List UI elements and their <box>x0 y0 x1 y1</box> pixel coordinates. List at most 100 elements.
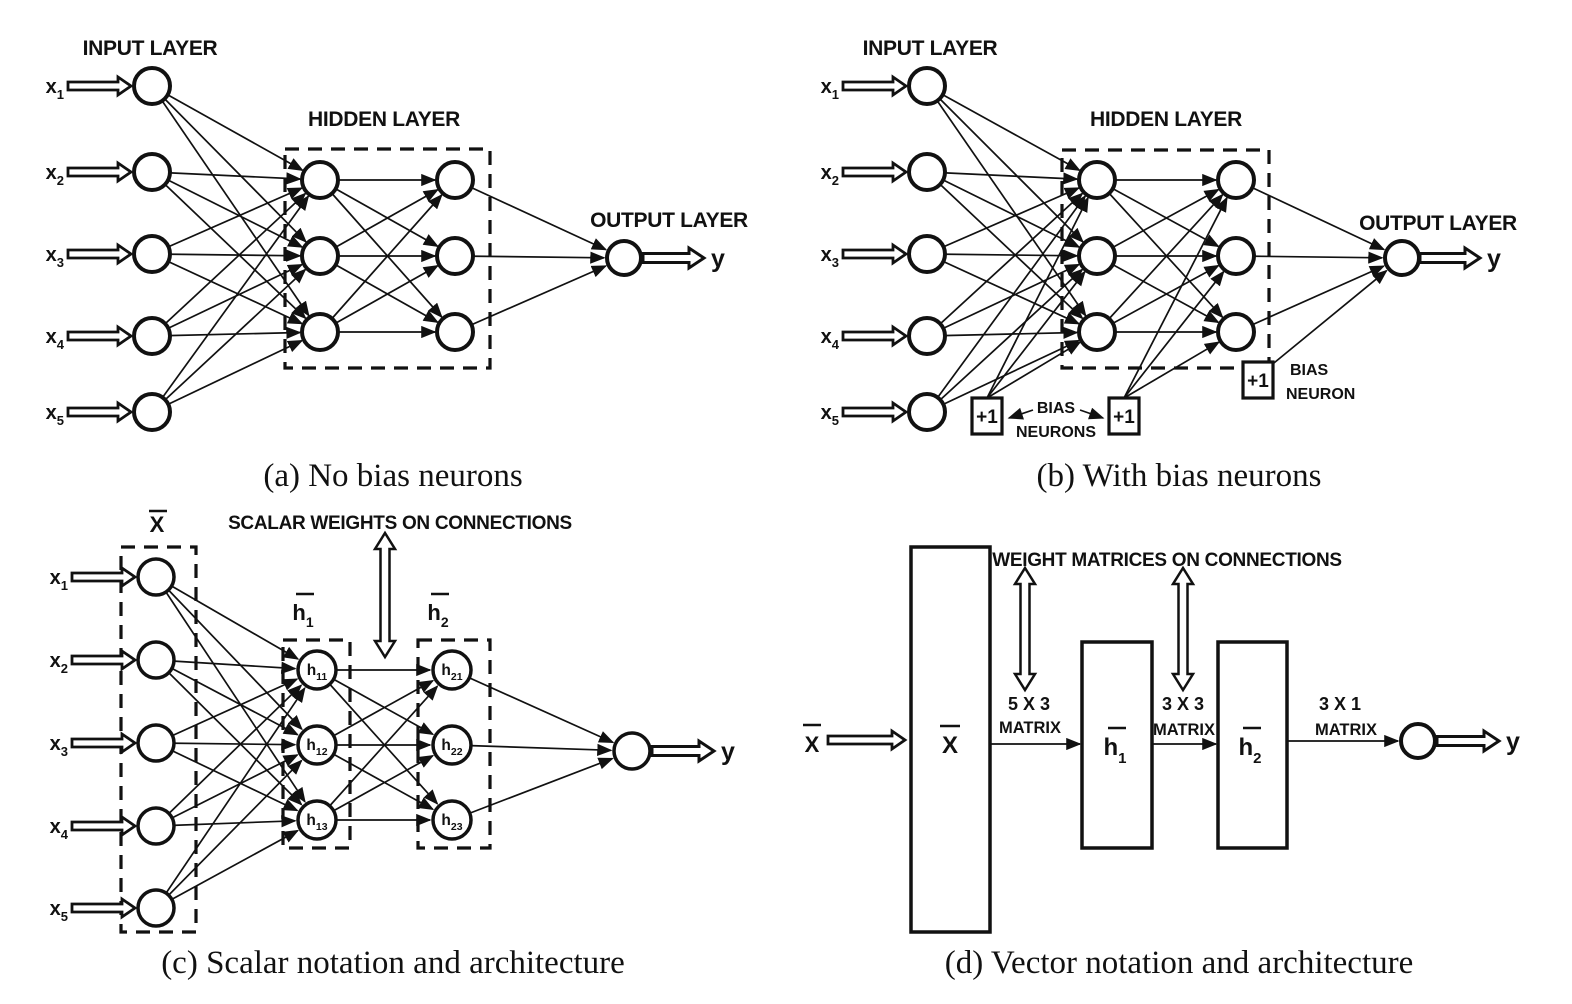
hidden-node <box>1216 160 1256 200</box>
hidden-node <box>1077 236 1117 276</box>
input-node <box>136 640 176 680</box>
input-arrow <box>841 324 909 348</box>
input-vector-block <box>909 545 992 934</box>
output-node <box>612 731 652 771</box>
edges-bias-to-hidden <box>986 196 1388 399</box>
input-label: x3 <box>821 244 839 270</box>
edge <box>155 815 297 828</box>
edge <box>319 189 439 257</box>
matrix-dims: 5 X 3 <box>1008 694 1050 714</box>
input-layer-label: INPUT LAYER <box>863 37 998 60</box>
edge <box>316 685 439 821</box>
input-arrow <box>70 565 138 589</box>
input-arrow <box>66 324 134 348</box>
panel-d-vector-notation: WEIGHT MATRICES ON CONNECTIONS 5 X 3 MAT… <box>803 545 1520 934</box>
input-arrow <box>70 896 138 920</box>
double-headed-arrow <box>372 530 398 660</box>
input-node <box>907 66 947 106</box>
input-arrow <box>826 728 908 752</box>
edges-input-to-hidden <box>151 85 310 413</box>
edge <box>1096 179 1220 248</box>
input-layer-label: INPUT LAYER <box>83 37 218 60</box>
edge <box>319 179 443 319</box>
hidden-layer-box <box>283 147 492 370</box>
weight-matrices-title: WEIGHT MATRICES ON CONNECTIONS <box>992 550 1342 571</box>
edge <box>926 171 1084 320</box>
input-node <box>132 234 172 274</box>
hidden1-vector-label: h1 <box>292 600 313 630</box>
hidden-node-h13 <box>296 799 338 841</box>
input-arrow <box>70 731 138 755</box>
edge <box>151 326 302 339</box>
input-node <box>907 316 947 356</box>
edge <box>926 85 1087 317</box>
edge <box>1096 179 1224 319</box>
input-node <box>132 66 172 106</box>
input-node <box>136 888 176 928</box>
input-label: x3 <box>50 733 68 759</box>
edge <box>926 263 1081 337</box>
edge <box>151 263 304 337</box>
hidden2-block <box>1216 640 1289 850</box>
edge <box>1235 179 1386 251</box>
matrix-word: MATRIX <box>1315 721 1377 739</box>
edge <box>319 255 439 323</box>
input-node <box>132 316 172 356</box>
hidden-node-h12 <box>296 724 338 766</box>
double-headed-arrow <box>1170 565 1196 693</box>
edge <box>155 678 299 744</box>
matrix-dims: 3 X 1 <box>1319 694 1361 714</box>
node-label-h23: h23 <box>441 812 462 833</box>
input-nodes <box>136 557 176 928</box>
input-arrow <box>841 400 909 424</box>
edge <box>316 744 435 811</box>
edges-input-to-hidden1 <box>155 576 306 909</box>
hidden-node <box>300 312 340 352</box>
edge <box>316 669 435 736</box>
bias-neuron-label: BIAS <box>1290 362 1329 379</box>
edge <box>151 194 310 413</box>
edge <box>155 576 306 803</box>
edge <box>151 192 307 337</box>
edge <box>1235 251 1384 264</box>
edge <box>151 249 302 262</box>
matrix-word: MATRIX <box>999 719 1061 737</box>
edge <box>926 194 1087 413</box>
hidden-layer-box <box>1060 148 1271 370</box>
input-arrow <box>841 242 909 266</box>
bias-neurons-label: NEURONS <box>1016 424 1096 441</box>
bias-square-hidden1 <box>970 396 1004 436</box>
input-arrow <box>70 814 138 838</box>
edge <box>926 268 1084 413</box>
input-node <box>907 234 947 274</box>
input-labels: x1 x2 x3 x4 x5 <box>821 76 840 428</box>
edge <box>155 686 306 909</box>
input-arrow <box>66 400 134 424</box>
input-node <box>136 806 176 846</box>
edge <box>454 251 606 264</box>
bias-edge <box>986 270 1086 399</box>
input-label: x5 <box>46 402 64 428</box>
edges-hidden2-to-output <box>1235 179 1386 333</box>
bias-value: +1 <box>976 407 998 428</box>
output-label: y <box>721 738 735 766</box>
bias-edge <box>1123 270 1225 399</box>
input-nodes <box>907 66 947 432</box>
edge <box>1096 193 1224 333</box>
node-label-h12: h12 <box>306 737 327 758</box>
bias-edge <box>986 341 1082 399</box>
edge <box>926 192 1084 337</box>
hidden-node-h21 <box>431 649 473 691</box>
double-headed-arrow <box>1012 565 1038 693</box>
edge <box>151 171 307 320</box>
node-label-h22: h22 <box>441 737 462 758</box>
output-label: y <box>1487 245 1501 273</box>
input-arrow <box>66 242 134 266</box>
hidden1-block <box>1080 640 1154 850</box>
edge <box>155 738 297 751</box>
edge <box>155 659 303 806</box>
hidden2-vector-label: h2 <box>427 600 448 630</box>
hidden-node <box>300 236 340 276</box>
edge <box>151 85 310 317</box>
